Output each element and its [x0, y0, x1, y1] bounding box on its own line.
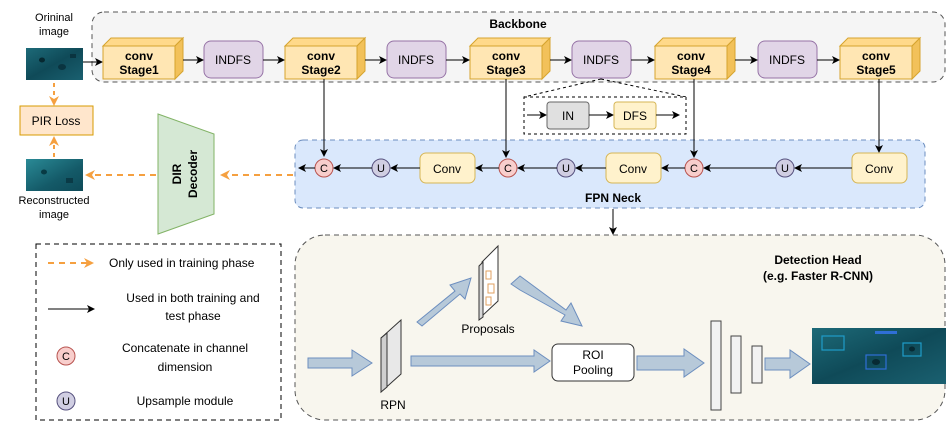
- proposals-slab: [478, 244, 499, 321]
- head-title-line1: Detection Head: [774, 253, 861, 267]
- stage5-cube: conv Stage5: [838, 36, 922, 81]
- output-label-line2: image: [39, 209, 69, 221]
- stage2-cube: conv Stage2: [283, 36, 367, 81]
- fpn-upsample-1: U: [371, 158, 391, 178]
- input-label-line1: Orininal: [35, 12, 73, 24]
- indfs-box-3: INDFS: [571, 40, 632, 79]
- fpn-upsample-2: U: [556, 158, 576, 178]
- legend-solid-line2: test phase: [165, 309, 221, 323]
- svg-text:C: C: [504, 163, 512, 175]
- stage4-line1: conv: [677, 49, 705, 63]
- svg-text:Conv: Conv: [619, 162, 647, 176]
- fpn-upsample-3: U: [775, 158, 795, 178]
- stage4-cube: conv Stage4: [653, 36, 737, 81]
- fpn-title: FPN Neck: [585, 191, 641, 205]
- indfs-detail-connector-right: [600, 78, 687, 98]
- reconstructed-image: [26, 159, 83, 191]
- indfs-detail-connector-left: [523, 78, 602, 98]
- roi-to-fc-arrow: [636, 348, 705, 378]
- fpn-concat-3: C: [684, 158, 704, 178]
- head-input-big-arrow: [307, 349, 373, 377]
- stage5-line1: conv: [862, 49, 890, 63]
- rpn-to-proposals-arrow: [416, 277, 472, 327]
- pir-loss-label: PIR Loss: [32, 114, 81, 128]
- svg-text:U: U: [562, 163, 570, 175]
- svg-text:C: C: [320, 163, 328, 175]
- rpn-slab: [380, 318, 402, 394]
- rpn-to-roi-arrow: [410, 349, 551, 373]
- in-label: IN: [562, 109, 574, 123]
- fpn-conv-box-2: Conv: [605, 152, 662, 184]
- stage2-line2: Stage2: [301, 63, 341, 77]
- detection-head-container: [294, 234, 946, 421]
- legend-upsample-label: Upsample module: [137, 394, 234, 408]
- indfs-label-4: INDFS: [769, 53, 805, 67]
- proposals-label: Proposals: [461, 322, 514, 336]
- proposals-to-roi-arrow: [510, 275, 583, 327]
- stage1-line1: conv: [125, 49, 153, 63]
- indfs-label-2: INDFS: [398, 53, 434, 67]
- head-title-line2: (e.g. Faster R-CNN): [763, 269, 873, 283]
- stage3-cube: conv Stage3: [468, 36, 552, 81]
- roi-label-line1: ROI: [582, 348, 603, 362]
- indfs-label-3: INDFS: [583, 53, 619, 67]
- decoder-label-line1: DIR: [170, 163, 184, 184]
- legend-concat-line1: Concatenate in channel: [122, 341, 248, 355]
- indfs-box-1: INDFS: [203, 40, 264, 79]
- svg-text:C: C: [62, 351, 70, 363]
- svg-text:U: U: [62, 396, 70, 408]
- indfs-label-1: INDFS: [215, 53, 251, 67]
- svg-text:U: U: [377, 163, 385, 175]
- legend-dashed-label: Only used in training phase: [109, 256, 255, 270]
- fc-to-output-arrow: [764, 349, 811, 379]
- stage3-line2: Stage3: [486, 63, 526, 77]
- detection-output-image: [812, 328, 946, 384]
- svg-text:Conv: Conv: [433, 162, 461, 176]
- legend-concat-line2: dimension: [158, 360, 213, 374]
- indfs-box-2: INDFS: [386, 40, 447, 79]
- backbone-title: Backbone: [489, 17, 547, 31]
- input-label-line2: image: [39, 26, 69, 38]
- stage2-line1: conv: [307, 49, 335, 63]
- rpn-label: RPN: [380, 398, 405, 412]
- pir-loss-box: [19, 105, 94, 136]
- fpn-concat-2: C: [498, 158, 518, 178]
- stage4-line2: Stage4: [671, 63, 711, 77]
- svg-text:U: U: [781, 163, 789, 175]
- legend-concat-symbol: C: [56, 346, 76, 366]
- svg-text:C: C: [690, 163, 698, 175]
- stage5-line2: Stage5: [856, 63, 896, 77]
- legend-box: [35, 243, 282, 421]
- stage-to-fpn-arrows: [320, 79, 883, 158]
- fpn-conv-box-3: Conv: [851, 152, 908, 184]
- stage1-cube: conv Stage1: [101, 36, 185, 81]
- dir-decoder-trapezoid: [157, 113, 215, 235]
- indfs-box-4: INDFS: [757, 40, 818, 79]
- dfs-label: DFS: [623, 109, 647, 123]
- fpn-conv-box-1: Conv: [419, 152, 476, 184]
- stage3-line1: conv: [492, 49, 520, 63]
- input-image: [26, 48, 83, 80]
- fc-layer-3: [751, 345, 763, 384]
- stage1-line2: Stage1: [119, 63, 159, 77]
- fc-layer-1: [710, 320, 722, 411]
- roi-pooling-box: [551, 343, 635, 382]
- roi-label-line2: Pooling: [573, 363, 613, 377]
- fpn-concat-1: C: [314, 158, 334, 178]
- output-label-line1: Reconstructed: [19, 195, 90, 207]
- fc-layer-2: [730, 335, 742, 394]
- decoder-label-line2: Decoder: [186, 150, 200, 198]
- svg-text:Conv: Conv: [865, 162, 893, 176]
- legend-solid-line1: Used in both training and: [126, 291, 259, 305]
- legend-upsample-symbol: U: [56, 391, 76, 411]
